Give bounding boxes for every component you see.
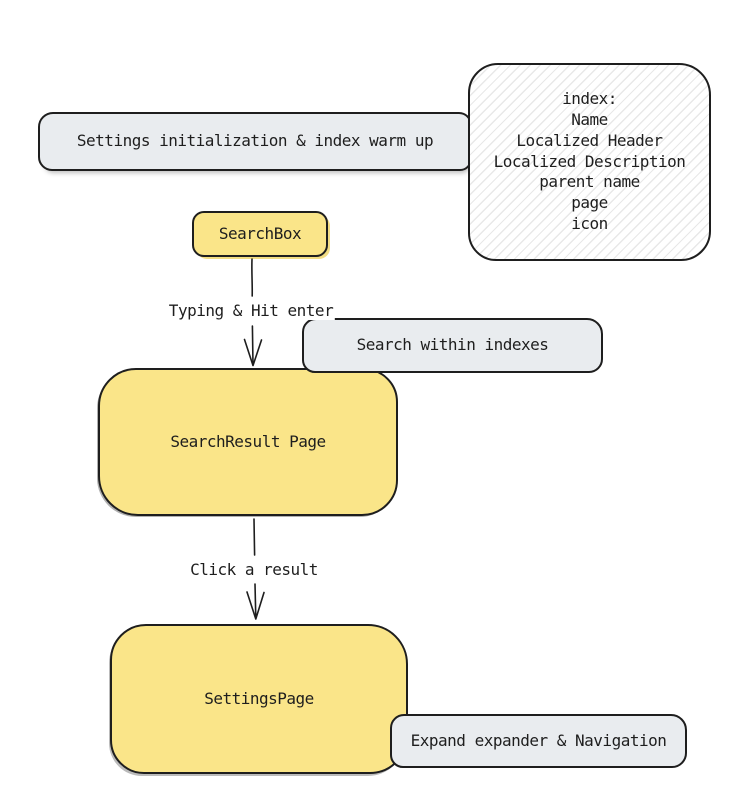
arrow-typing-label: Typing & Hit enter <box>166 301 336 320</box>
node-search-within-indexes-label: Search within indexes <box>356 335 549 355</box>
node-search-result-page[interactable]: SearchResult Page <box>98 368 398 516</box>
index-note-line: icon <box>571 213 608 233</box>
node-search-box-label: SearchBox <box>218 223 302 243</box>
arrow-typing-arrowhead-icon <box>243 338 263 367</box>
node-settings-initialization[interactable]: Settings initialization & index warm up <box>38 112 472 171</box>
arrow-click-shaft-top <box>253 518 256 556</box>
node-expand-expander-navigation-label: Expand expander & Navigation <box>410 730 667 750</box>
arrow-click-label: Click a result <box>188 560 320 579</box>
index-note-line: parent name <box>539 172 640 192</box>
node-expand-expander-navigation[interactable]: Expand expander & Navigation <box>390 714 687 768</box>
arrow-typing-shaft-bottom <box>251 325 254 366</box>
node-search-result-page-label: SearchResult Page <box>170 431 326 451</box>
node-settings-page[interactable]: SettingsPage <box>110 624 408 774</box>
index-note-line: Name <box>571 110 608 129</box>
node-search-box[interactable]: SearchBox <box>192 211 328 257</box>
index-note-line: index: <box>562 89 617 109</box>
index-note-line: Localized Description <box>493 151 686 171</box>
index-note-text: index: Name Localized Header Localized D… <box>494 89 686 235</box>
node-index-note[interactable]: index: Name Localized Header Localized D… <box>468 63 711 261</box>
index-note-line: Localized Header <box>516 130 663 150</box>
node-search-within-indexes[interactable]: Search within indexes <box>302 318 603 373</box>
arrow-click-shaft-bottom <box>254 583 257 619</box>
node-settings-initialization-label: Settings initialization & index warm up <box>76 131 434 151</box>
node-settings-page-label: SettingsPage <box>204 688 314 708</box>
arrow-click-arrowhead-icon <box>246 591 265 620</box>
index-note-line: page <box>571 193 608 213</box>
